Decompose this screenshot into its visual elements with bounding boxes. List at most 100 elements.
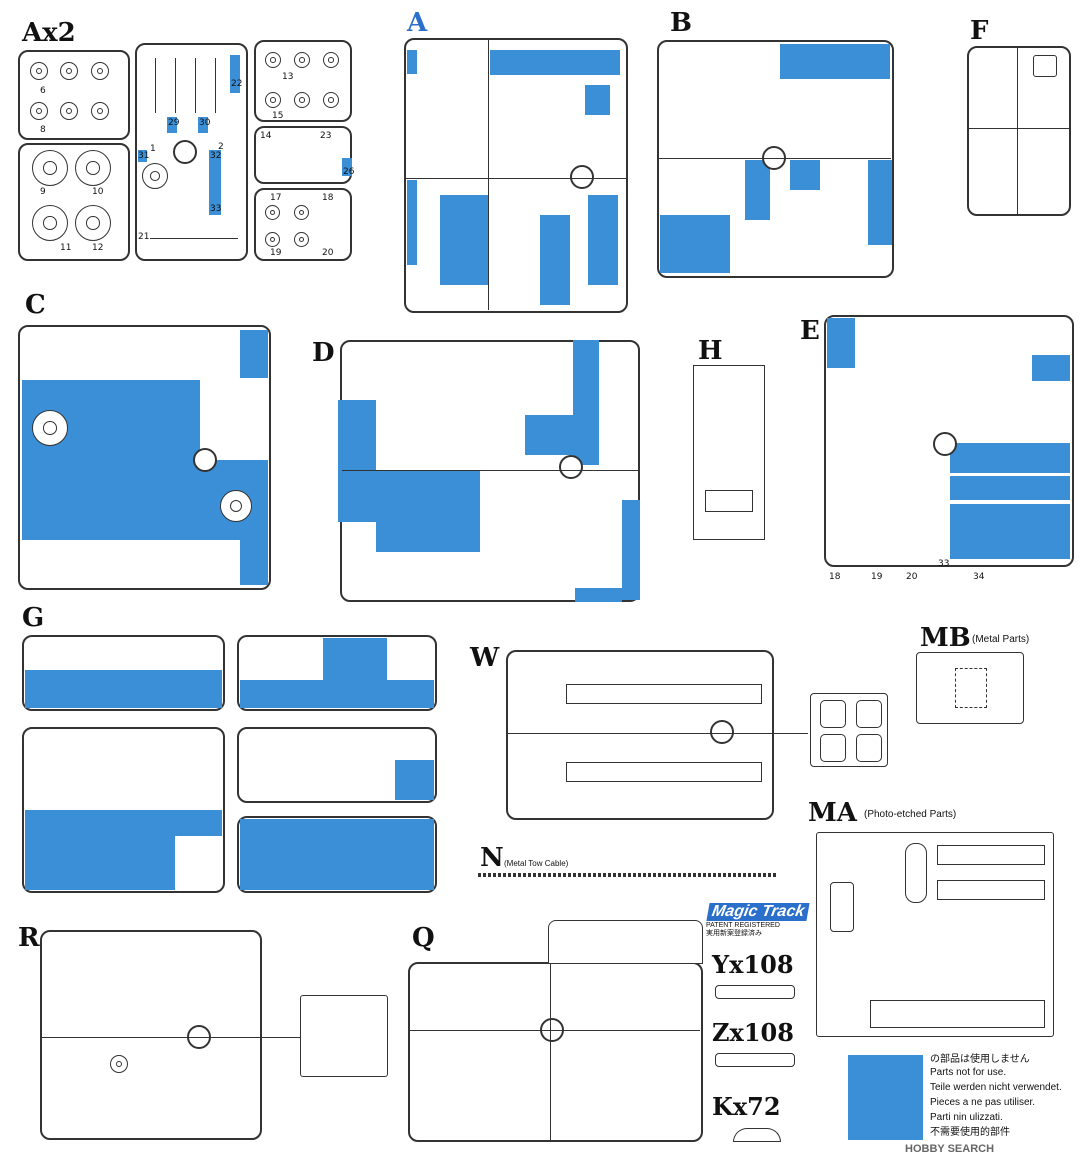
sprue-note-mb: (Metal Parts) (972, 634, 1030, 645)
part-number: 26 (343, 167, 355, 177)
part-number: 14 (260, 131, 272, 141)
road-wheel-icon (294, 232, 309, 247)
legend-line: Pieces a ne pas utiliser. (930, 1097, 1036, 1108)
sprue-runner (150, 238, 238, 239)
sprue-letter-d: D (312, 338, 335, 368)
unused-part (622, 500, 640, 600)
unused-part (868, 160, 892, 220)
truck-cab-part (300, 995, 388, 1077)
patent-note: PATENT REGISTERED 実用新案登録済み (706, 922, 780, 938)
cab-window (820, 700, 846, 728)
hatch-icon (220, 490, 252, 522)
unused-part (440, 195, 488, 285)
sprue-letter-ma: MA (808, 798, 857, 828)
unused-part (588, 195, 618, 285)
pe-part (937, 880, 1045, 900)
frame-rail (566, 762, 762, 782)
part-number: 21 (138, 232, 150, 242)
unused-part (540, 215, 570, 305)
sprue-note-n: (Metal Tow Cable) (504, 859, 569, 868)
road-wheel-icon (91, 62, 109, 80)
road-wheel-icon (265, 205, 280, 220)
sprue-letter-n: N (480, 843, 504, 873)
cab-window (856, 734, 882, 762)
unused-part (745, 160, 770, 220)
sprue-mb (916, 652, 1024, 724)
idler-icon (75, 150, 111, 186)
unused-part (827, 318, 855, 368)
unused-part (25, 836, 175, 890)
unused-part (395, 760, 434, 800)
legend-line: 不需要使用的部件 (930, 1127, 1010, 1138)
part-number: 19 (270, 248, 282, 258)
road-wheel-icon (323, 92, 339, 108)
part-number: 17 (270, 193, 282, 203)
unused-part (1032, 355, 1070, 381)
road-wheel-icon (265, 232, 280, 247)
unused-part (25, 810, 222, 836)
road-wheel-icon (30, 62, 48, 80)
unused-part (575, 588, 622, 602)
sprue-gate (570, 165, 594, 189)
part-number: 23 (320, 131, 332, 141)
part-number: 33 (210, 204, 222, 214)
sprue-runner (155, 58, 156, 113)
part-number: 22 (231, 79, 243, 89)
sprue-w (506, 650, 774, 820)
sprue-letter-q: Q (412, 923, 435, 953)
unused-part (525, 415, 573, 455)
track-label-kx72: Kx72 (712, 1092, 781, 1121)
unused-part (868, 44, 890, 79)
unused-part (25, 670, 222, 708)
unused-part (868, 220, 892, 245)
part-number: 30 (199, 118, 211, 128)
sprue-letter-ax2: Ax2 (22, 18, 76, 48)
sprocket-icon (32, 205, 68, 241)
track-link-icon (733, 1128, 781, 1142)
cab-window (820, 734, 846, 762)
unused-part (198, 117, 208, 133)
sprue-f (967, 46, 1071, 216)
sprue-gate (173, 140, 197, 164)
part-number: 8 (40, 125, 46, 135)
patent-jp: 実用新案登録済み (706, 930, 762, 937)
sprue-runner (410, 1030, 700, 1031)
sprue-letter-g: G (22, 603, 45, 633)
sprue-runner (508, 733, 808, 734)
unused-parts-swatch (848, 1055, 923, 1140)
part-number: 10 (92, 187, 104, 197)
part-number: 32 (210, 151, 222, 161)
road-wheel-icon (265, 52, 281, 68)
unused-part (323, 638, 387, 680)
tow-cable (478, 873, 776, 877)
hull-part (693, 365, 765, 540)
road-wheel-icon (91, 102, 109, 120)
part-shape (1033, 55, 1057, 77)
pe-part (870, 1000, 1045, 1028)
track-label-zx108: Zx108 (712, 1018, 794, 1047)
unused-part (950, 443, 1070, 473)
part-number: 13 (282, 72, 294, 82)
part-number: 18 (829, 572, 841, 582)
part-number: 20 (322, 248, 334, 258)
road-wheel-icon (294, 205, 309, 220)
unused-part (240, 540, 268, 585)
unused-part (660, 215, 730, 273)
road-wheel-icon (323, 52, 339, 68)
legend-line: Teile werden nicht verwendet. (930, 1082, 1062, 1093)
unused-part (167, 117, 177, 133)
sprue-letter-mb: MB (920, 623, 971, 653)
metal-part (955, 668, 987, 708)
unused-part (230, 55, 240, 93)
sprue-letter-e: E (800, 316, 820, 346)
unused-part (342, 158, 352, 176)
sprue-letter-b: B (670, 8, 692, 38)
part-number: 34 (973, 572, 985, 582)
sprue-gate (710, 720, 734, 744)
pe-part (937, 845, 1045, 865)
unused-part (573, 340, 599, 465)
unused-part (376, 470, 480, 552)
unused-part (22, 380, 200, 540)
track-link-icon (715, 1053, 795, 1067)
pe-part (905, 843, 927, 903)
